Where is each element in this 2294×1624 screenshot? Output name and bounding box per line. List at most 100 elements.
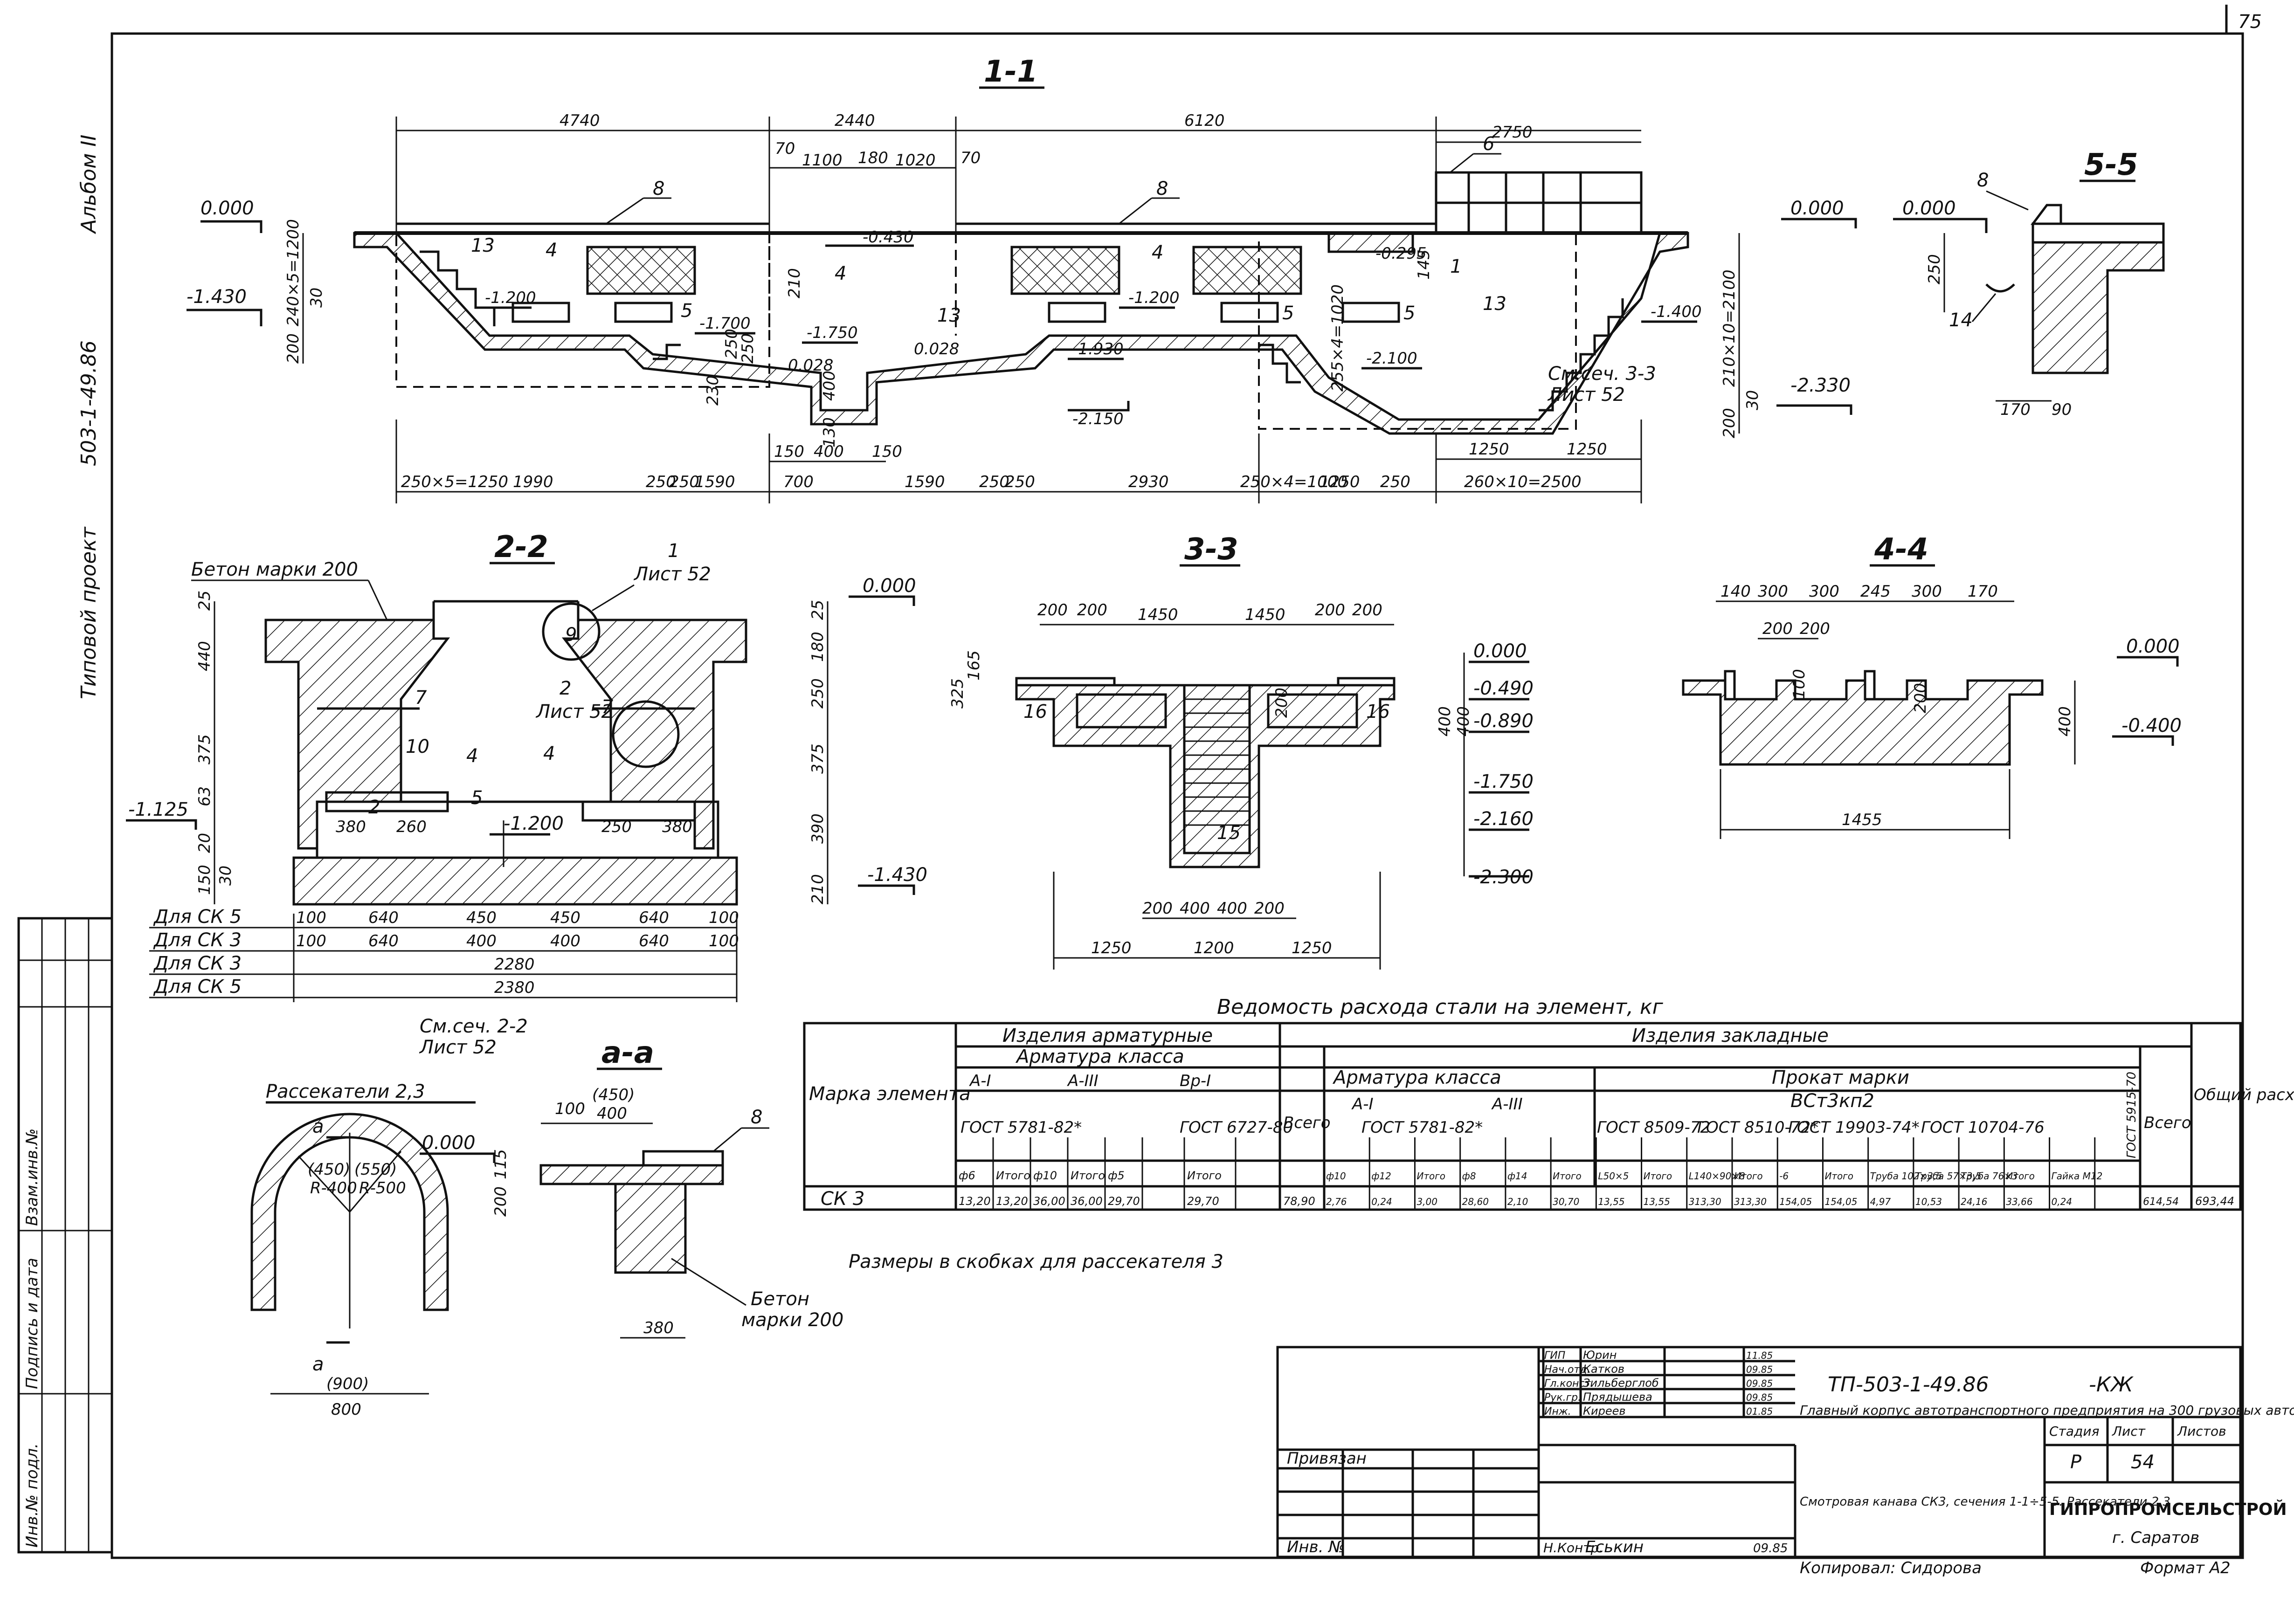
s44-top-245: 245 bbox=[1860, 582, 1891, 601]
callout-8a: 8 bbox=[653, 178, 664, 200]
dim-250a: 250 bbox=[722, 329, 741, 359]
sub-col-2: ф10 bbox=[1033, 1169, 1057, 1182]
s44-small-100: 100 bbox=[1790, 669, 1809, 699]
tb-date-2: 09.85 bbox=[1746, 1378, 1773, 1389]
tb-org: ГИПРОПРОМСЕЛЬСТРОЙ bbox=[2049, 1500, 2287, 1519]
saa-dim-200: 200 bbox=[491, 1186, 510, 1217]
rass-cut-a-top: а bbox=[312, 1116, 324, 1137]
gost-p1: ГОСТ 8509-72 bbox=[1597, 1118, 1710, 1137]
tb-sheet-h: Лист bbox=[2112, 1424, 2146, 1439]
s33-bs-400b: 400 bbox=[1217, 899, 1247, 918]
val-7: 78,90 bbox=[1283, 1195, 1315, 1208]
dim-6120: 6120 bbox=[1184, 111, 1225, 130]
saa-concrete2: марки 200 bbox=[741, 1309, 843, 1331]
s55-dim-170: 170 bbox=[2000, 400, 2031, 419]
tb-city: г. Саратов bbox=[2112, 1528, 2199, 1547]
s33-top-1450b: 1450 bbox=[1245, 606, 1285, 624]
sub-col-b-0: ф10 bbox=[1326, 1170, 1346, 1182]
dim-145: 145 bbox=[1415, 249, 1433, 280]
dim-1590b: 1590 bbox=[905, 473, 945, 491]
s22-row0-v3: 450 bbox=[550, 908, 580, 927]
s33-lv-25: 25 bbox=[808, 600, 827, 620]
callout-1: 1 bbox=[1450, 256, 1462, 277]
s22-vdim-20: 20 bbox=[195, 833, 214, 853]
tb-name-3: Прядышева bbox=[1583, 1390, 1652, 1404]
s22-row0-v1: 640 bbox=[368, 908, 399, 927]
saa-dim-380: 380 bbox=[643, 1319, 674, 1337]
s44-top-300a: 300 bbox=[1758, 582, 1788, 601]
section-a-a-title: а-а bbox=[601, 1036, 654, 1070]
s22-row3-v0: 2380 bbox=[494, 978, 535, 997]
val-10: 3,00 bbox=[1416, 1196, 1437, 1207]
section-a-a: а-а 0.000 100 (450) 400 115 200 380 8 Бе… bbox=[420, 1036, 843, 1339]
s22-callout-7b: 7 bbox=[601, 696, 614, 718]
tb-nkontr-role: Н.Контр. bbox=[1543, 1540, 1603, 1555]
val-23: 33,66 bbox=[2006, 1196, 2032, 1207]
note-sheet-52: Лист 52 bbox=[1547, 384, 1625, 406]
dim-210x10: 210×10=2100 bbox=[1720, 269, 1739, 387]
val-15: 13,55 bbox=[1644, 1196, 1670, 1207]
s55-callout-8: 8 bbox=[1977, 170, 1989, 191]
callout-5a: 5 bbox=[681, 300, 692, 322]
level-2150: -2.150 bbox=[1072, 410, 1124, 428]
rass-width-900: (900) bbox=[326, 1375, 369, 1393]
corner-mark: 75 bbox=[2238, 11, 2262, 33]
dim-250d: 250 bbox=[669, 473, 699, 491]
strip-inv-label: Инв.№ подл. bbox=[23, 1443, 41, 1548]
s22-row0-v4: 640 bbox=[639, 908, 669, 927]
sub-col-b-16: Гайка М12 bbox=[2052, 1170, 2103, 1182]
total-a-label: Всего bbox=[1283, 1114, 1331, 1132]
dim-70b: 70 bbox=[960, 149, 981, 167]
s44-inner-200b: 200 bbox=[1800, 619, 1830, 638]
val-21: 10,53 bbox=[1915, 1196, 1942, 1207]
s22-vdim-375: 375 bbox=[195, 734, 214, 764]
s22-row1-v2: 400 bbox=[466, 932, 497, 950]
level-1750: -1.750 bbox=[807, 323, 858, 342]
sub-col-b-12: Труба 102×3,5 bbox=[1870, 1170, 1942, 1182]
steel-table: Ведомость расхода стали на элемент, кг М… bbox=[803, 995, 2294, 1211]
level-1930: -1.930 bbox=[1072, 340, 1124, 358]
total-b-label: Всего bbox=[2144, 1114, 2191, 1132]
tb-role-3: Рук.гр. bbox=[1544, 1392, 1581, 1404]
s22-level-1200: -1.200 bbox=[504, 813, 564, 834]
tb-sheet: 54 bbox=[2131, 1452, 2155, 1473]
dim-250b: 250 bbox=[739, 333, 757, 364]
dim-30a: 30 bbox=[307, 288, 326, 308]
brackets-note: Размеры в скобках для рассекателя 3 bbox=[849, 1251, 1223, 1273]
s33-callout-16a: 16 bbox=[1023, 701, 1047, 723]
dim-230: 230 bbox=[704, 375, 722, 406]
saa-concrete1: Бетон bbox=[751, 1288, 809, 1310]
rass-r550: (550) bbox=[354, 1160, 397, 1179]
s33-level-0000: 0.000 bbox=[863, 575, 916, 597]
col-mark-label: Марка элемента bbox=[809, 1083, 971, 1105]
dim-400: 400 bbox=[820, 371, 839, 401]
s33-top-200d: 200 bbox=[1352, 601, 1382, 619]
gost-b1: ГОСТ 5781-82* bbox=[1361, 1118, 1483, 1137]
section-3-3: 3-3 200 200 1450 1450 200 200 16 16 15 2… bbox=[808, 532, 1534, 970]
val-19: 154,05 bbox=[1824, 1196, 1857, 1207]
dim-700: 700 bbox=[783, 473, 814, 491]
s33-bs-200a: 200 bbox=[1142, 899, 1173, 918]
sheet-frame: 75 bbox=[111, 5, 2262, 1559]
s44-top-300b: 300 bbox=[1809, 582, 1839, 601]
tb-copied: Копировал: Сидорова bbox=[1800, 1559, 1982, 1577]
s55-dim-250: 250 bbox=[1925, 254, 1944, 284]
s44-level-0000: 0.000 bbox=[2126, 636, 2180, 657]
sub-col-b-1: ф12 bbox=[1371, 1170, 1391, 1182]
section-2-2-title: 2-2 bbox=[494, 530, 548, 564]
row-mark: СК 3 bbox=[821, 1188, 865, 1210]
val-22: 24,16 bbox=[1961, 1196, 1987, 1207]
album-label: Альбом II bbox=[77, 135, 101, 234]
callout-5c: 5 bbox=[1403, 303, 1415, 324]
tb-name-1: Катков bbox=[1583, 1363, 1624, 1376]
s22-dim-380b: 380 bbox=[662, 818, 692, 836]
level-0430: -0.430 bbox=[863, 228, 914, 247]
s22-vdim-63: 63 bbox=[195, 786, 214, 806]
armatura-b-label: Арматура класса bbox=[1332, 1067, 1501, 1088]
s33-lv-210: 210 bbox=[808, 874, 827, 904]
gost-a2: ГОСТ 6727-80 bbox=[1180, 1118, 1293, 1137]
s33-rv-400a: 400 bbox=[1436, 706, 1454, 736]
tb-date-3: 09.85 bbox=[1746, 1392, 1773, 1403]
tb-role-0: ГИП bbox=[1544, 1350, 1565, 1362]
